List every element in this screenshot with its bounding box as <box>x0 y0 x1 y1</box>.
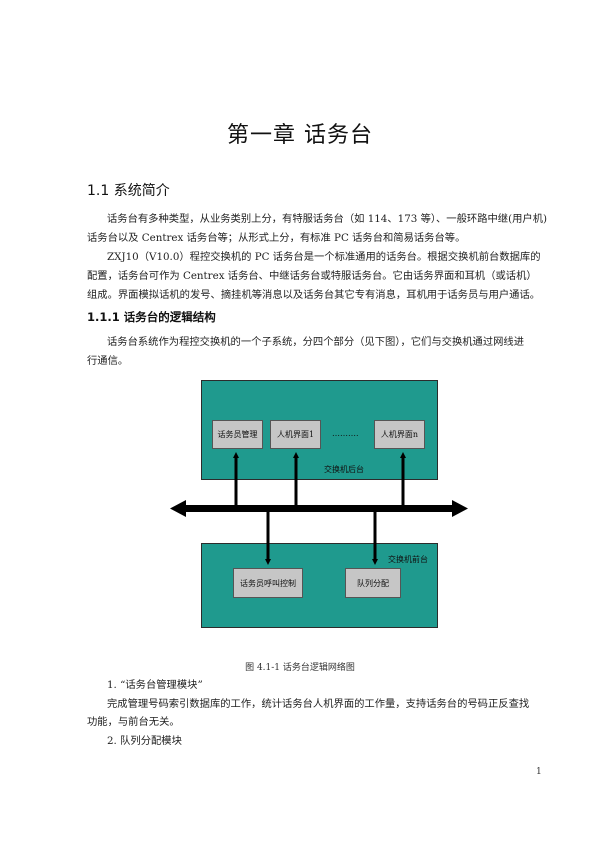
section-heading: 1.1 系统简介 <box>87 183 170 199</box>
list-item-title: 1. “话务台管理模块” <box>107 679 203 691</box>
paragraph-line: 配置，话务台可作为 Centrex 话务台、中继话务台或特服话务台。它由话务界面… <box>87 270 537 282</box>
queue-allocation-module: 队列分配 <box>345 568 401 598</box>
subsection-heading: 1.1.1 话务台的逻辑结构 <box>87 310 216 324</box>
operator-call-control-module: 话务员呼叫控制 <box>233 568 303 598</box>
operator-management-module: 话务员管理 <box>212 420 263 449</box>
figure-caption: 图 4.1-1 话务台逻辑网络图 <box>245 663 355 673</box>
frontend-label: 交换机前台 <box>388 555 428 564</box>
paragraph-line: 功能，与前台无关。 <box>87 716 180 728</box>
network-bus <box>170 500 468 517</box>
page-number: 1 <box>536 767 542 777</box>
paragraph-line: 话务台系统作为程控交换机的一个子系统，分四个部分（见下图），它们与交换机通过网线… <box>107 336 525 348</box>
ellipsis: ………. <box>332 429 359 438</box>
hmi-1-module: 人机界面1 <box>270 420 321 449</box>
backend-label: 交换机后台 <box>324 465 364 474</box>
hmi-n-module: 人机界面n <box>374 420 425 449</box>
paragraph-line: 行通信。 <box>87 355 129 367</box>
chapter-title: 第一章 话务台 <box>227 123 373 148</box>
paragraph-line: 组成。界面模拟话机的发号、摘挂机等消息以及话务台其它专有消息，耳机用于话务员与用… <box>87 289 541 301</box>
paragraph-line: ZXJ10（V10.0）程控交换机的 PC 话务台是一个标准通用的话务台。根据交… <box>107 251 541 263</box>
paragraph-line: 完成管理号码索引数据库的工作，统计话务台人机界面的工作量，支持话务台的号码正反查… <box>107 698 530 710</box>
paragraph-line: 话务台以及 Centrex 话务台等；从形式上分，有标准 PC 话务台和简易话务… <box>87 232 466 244</box>
paragraph-line: 话务台有多种类型，从业务类别上分，有特服话务台（如 114、173 等）、一般环… <box>107 213 548 225</box>
list-item-title: 2. 队列分配模块 <box>107 735 182 747</box>
